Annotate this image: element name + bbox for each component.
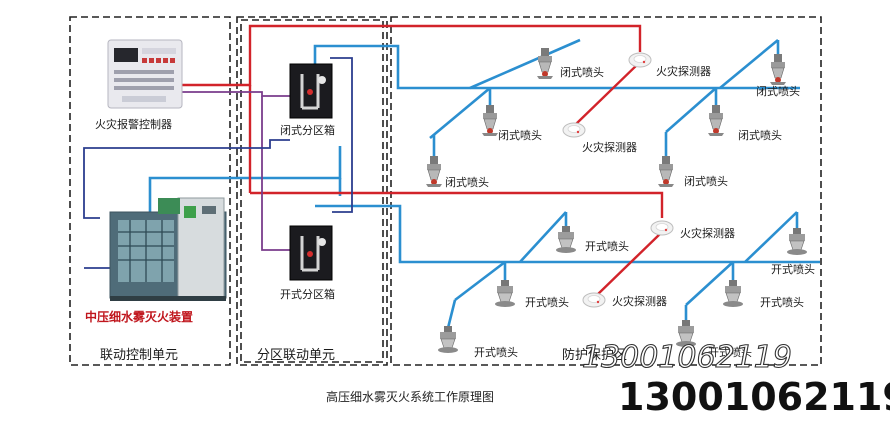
closed-sprinkler-3-label: 闭式喷头 xyxy=(445,176,489,189)
closed-sprinkler-2 xyxy=(481,104,499,137)
fire-detector-3-label: 火灾探测器 xyxy=(680,226,735,240)
watermark-phone-bold: 13001062119 xyxy=(618,375,890,419)
control-cables xyxy=(83,57,353,269)
closed-sprinkler-5 xyxy=(707,104,725,137)
closed-sprinkler-1-label: 闭式喷头 xyxy=(560,66,604,79)
open-sprinkler-3-label: 开式喷头 xyxy=(474,346,518,359)
closed-sprinkler-4-label: 闭式喷头 xyxy=(756,85,800,98)
fire-detector-4-label: 火灾探测器 xyxy=(612,294,667,308)
fire-detector-3 xyxy=(650,220,674,236)
protect-zone-frame xyxy=(390,16,822,366)
control-zone-label: 联动控制单元 xyxy=(100,348,178,363)
closed-sprinkler-4 xyxy=(769,53,787,86)
control-zone-frame xyxy=(69,16,231,366)
open-sprinkler-3 xyxy=(437,325,459,354)
open-sprinkler-1 xyxy=(555,225,577,254)
alarm-controller-label: 火灾报警控制器 xyxy=(95,117,172,131)
fire-detector-1 xyxy=(628,52,652,68)
open-sprinkler-2-label: 开式喷头 xyxy=(525,296,569,309)
signal-lines xyxy=(182,24,664,297)
watermark-phone-outline: 13001062119 xyxy=(582,340,792,375)
open-valve-box xyxy=(289,225,333,281)
valve-zone-label: 分区联动单元 xyxy=(257,348,335,363)
protect-zone-label: 防护保护区 xyxy=(562,347,627,363)
closed-valve-box xyxy=(289,63,333,119)
open-sprinkler-5 xyxy=(722,279,744,308)
fire-detector-2-label: 火灾探测器 xyxy=(582,140,637,154)
fire-detector-2 xyxy=(562,122,586,138)
closed-sprinkler-2-label: 闭式喷头 xyxy=(498,129,542,142)
valve-zone-frame-inner xyxy=(240,19,384,363)
closed-sprinkler-5-label: 闭式喷头 xyxy=(738,129,782,142)
closed-sprinkler-6-label: 闭式喷头 xyxy=(684,175,728,188)
open-valve-box-label: 开式分区箱 xyxy=(280,287,335,301)
closed-valve-box-label: 闭式分区箱 xyxy=(280,123,335,137)
pump-unit-label: 中压细水雾灭火装置 xyxy=(85,309,193,324)
closed-sprinkler-3 xyxy=(425,155,443,188)
pump-unit xyxy=(109,197,227,301)
open-sprinkler-2 xyxy=(494,279,516,308)
water-pipes xyxy=(148,38,820,329)
zone-frames xyxy=(69,16,822,366)
fire-detector-4 xyxy=(582,292,606,308)
open-sprinkler-6-label: 开式喷头 xyxy=(708,346,752,359)
closed-sprinkler-6 xyxy=(657,155,675,188)
open-sprinkler-5-label: 开式喷头 xyxy=(760,296,804,309)
valve-zone-frame-outer xyxy=(236,16,388,366)
fire-detector-1-label: 火灾探测器 xyxy=(656,64,711,78)
fire-alarm-controller xyxy=(107,39,183,109)
open-sprinkler-1-label: 开式喷头 xyxy=(585,240,629,253)
open-sprinkler-4-label: 开式喷头 xyxy=(771,263,815,276)
diagram-title: 高压细水雾灭火系统工作原理图 xyxy=(326,389,494,404)
open-sprinkler-4 xyxy=(786,227,808,256)
